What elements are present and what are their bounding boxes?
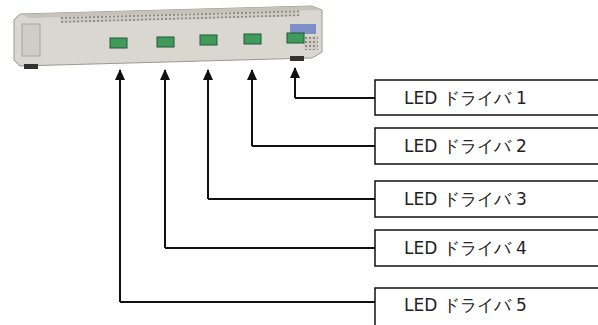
- callout-label: LED ドライバ 5: [402, 295, 529, 315]
- callout-label: LED ドライバ 1: [402, 88, 529, 108]
- callout-label: LED ドライバ 4: [402, 238, 529, 258]
- callout-label: LED ドライバ 3: [402, 189, 529, 209]
- callout-label: LED ドライバ 2: [402, 136, 529, 156]
